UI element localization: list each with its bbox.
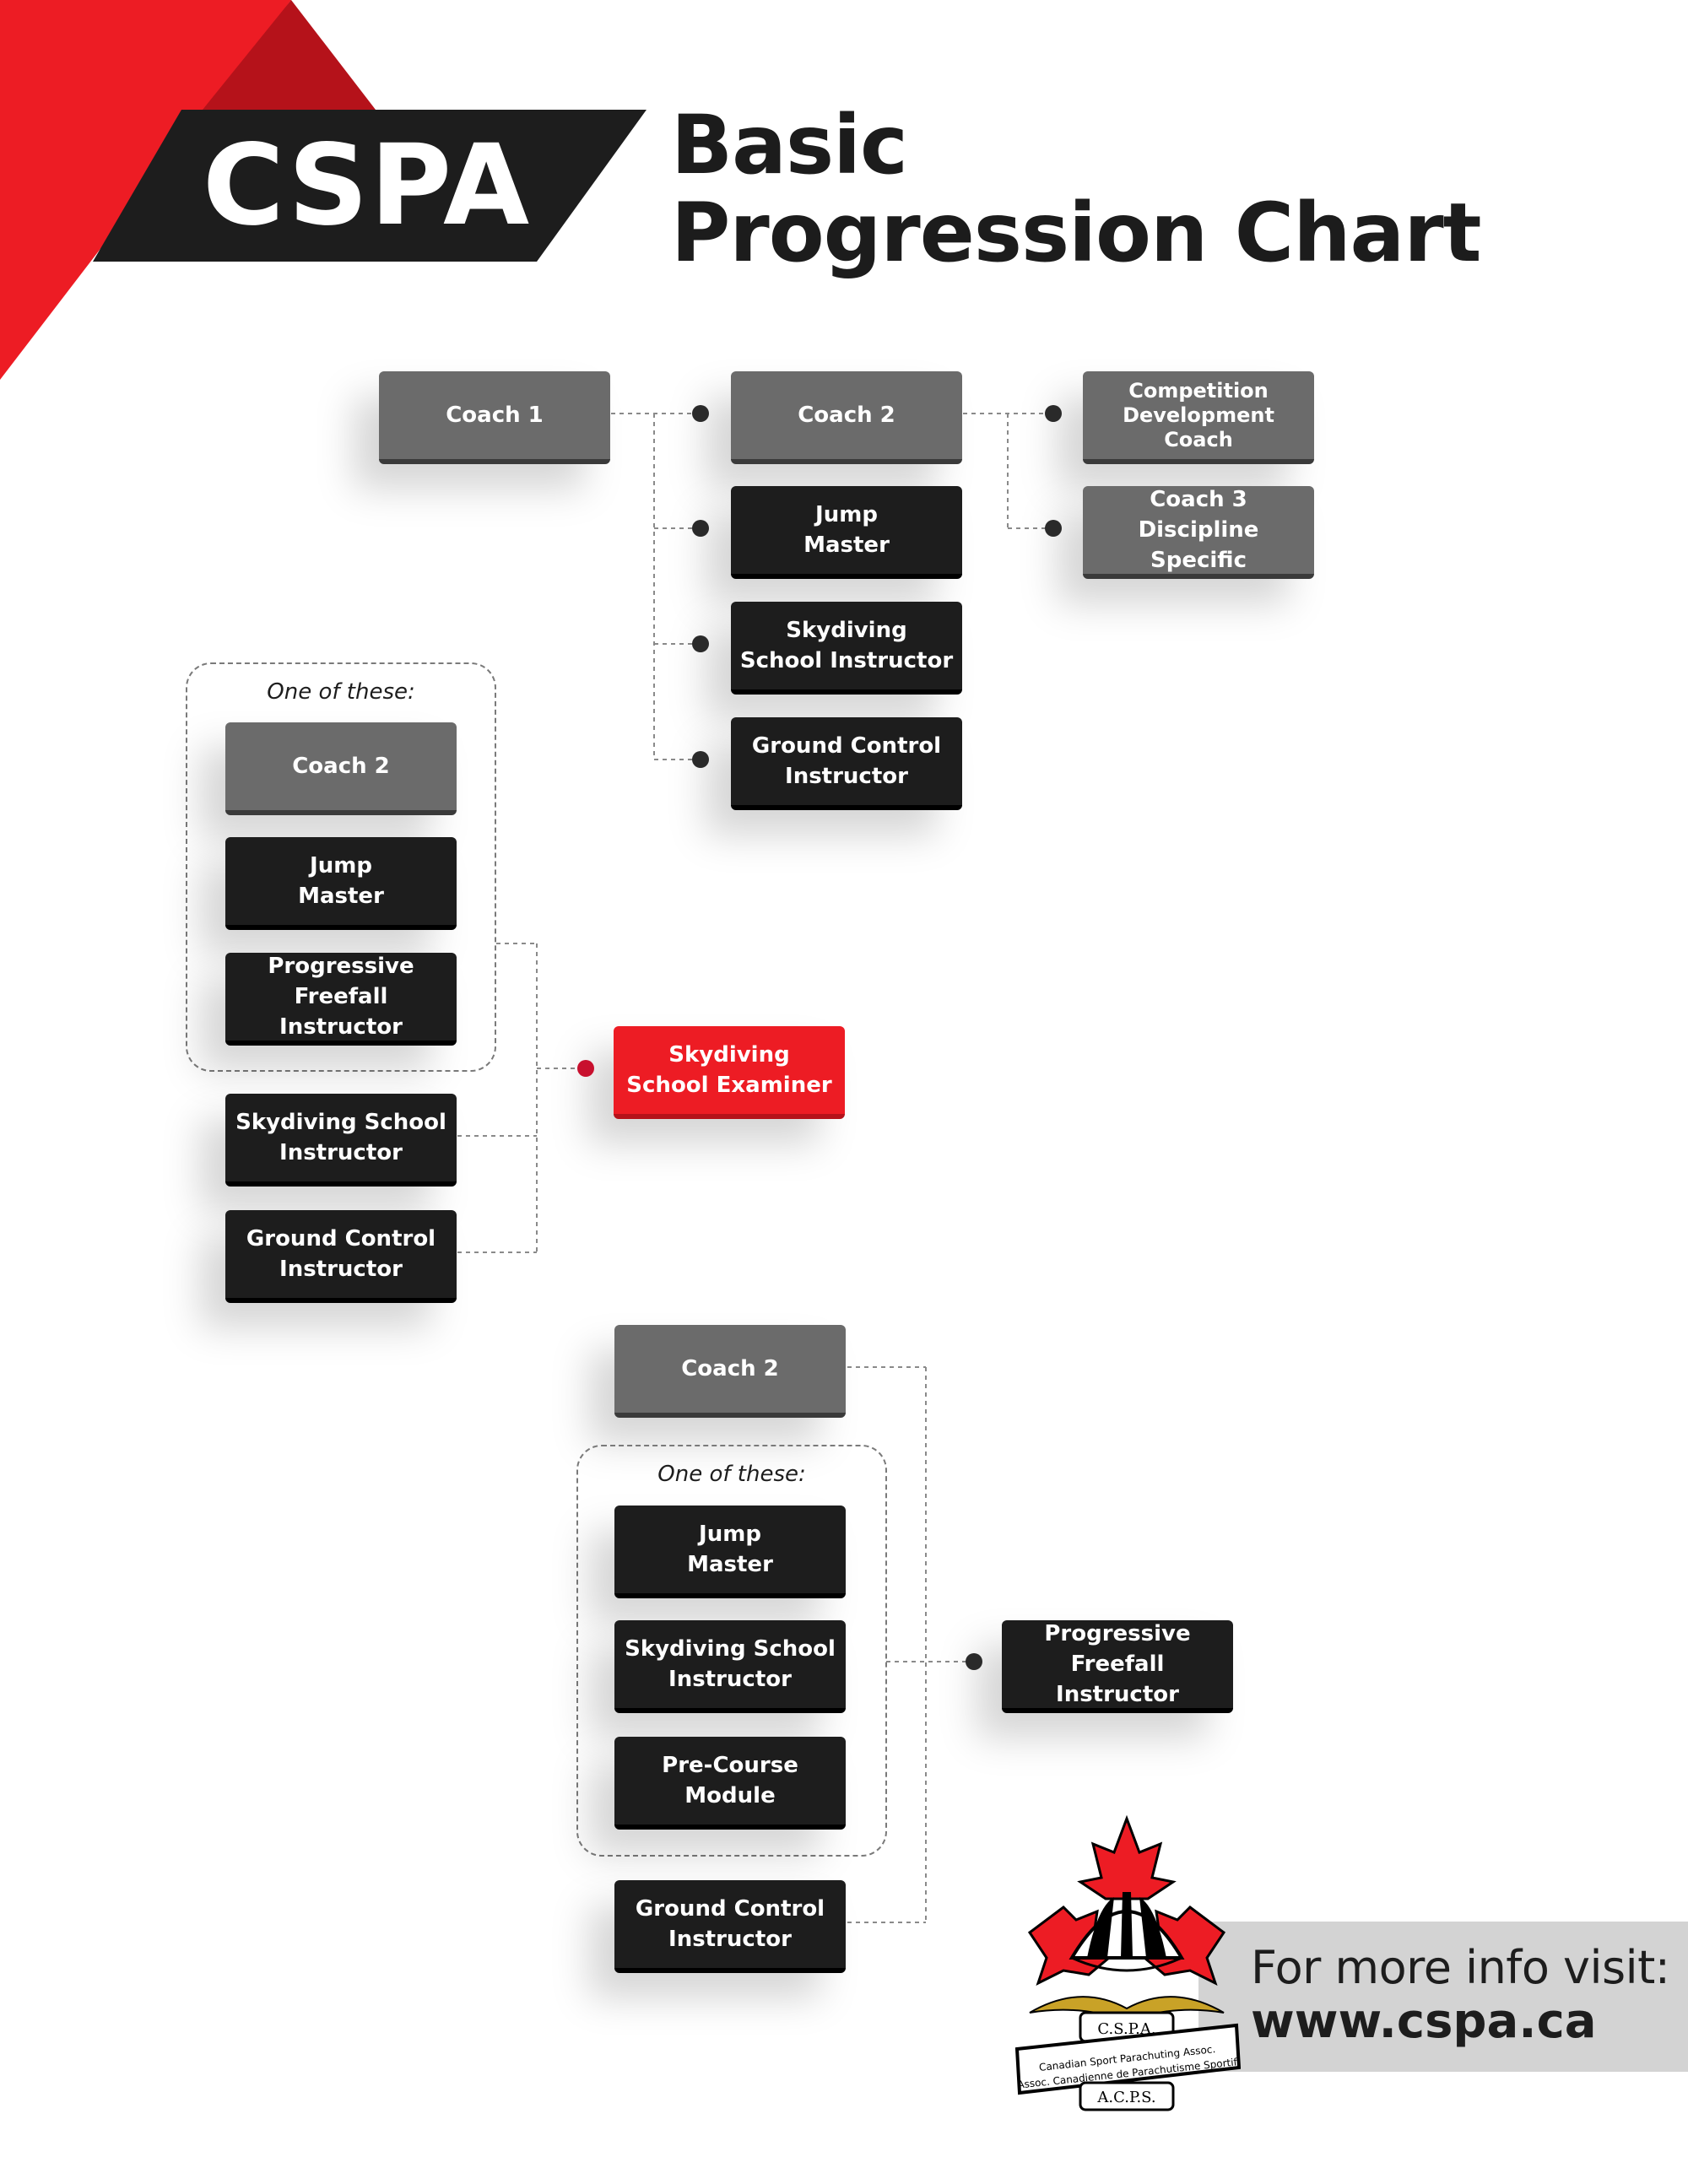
connector-dot <box>577 1060 594 1077</box>
info-band <box>1198 1922 1688 2072</box>
progressive-freefall-instructor-box: Progressive Freefall Instructor <box>225 953 457 1046</box>
connector-dot <box>692 635 709 652</box>
connector-dot <box>966 1653 982 1670</box>
website-link[interactable]: www.cspa.ca <box>1251 1994 1597 2049</box>
brand-wordmark: CSPA <box>203 121 532 251</box>
ground-control-instructor-box: Ground Control Instructor <box>614 1880 846 1973</box>
skydiving-school-instructor-box: Skydiving School Instructor <box>731 602 962 695</box>
logo-bottom-text: A.C.P.S. <box>1096 2089 1155 2106</box>
jump-master-box: Jump Master <box>614 1506 846 1598</box>
title-line-2: Progression Chart <box>671 186 1482 280</box>
brand-banner <box>93 110 647 262</box>
skydiving-school-examiner-box: Skydiving School Examiner <box>614 1026 845 1119</box>
ground-control-instructor-box: Ground Control Instructor <box>731 717 962 810</box>
one-of-these-group: One of these: <box>576 1445 887 1857</box>
corner-dark-red-accent <box>203 0 376 110</box>
jump-master-box: Jump Master <box>225 837 457 930</box>
header-graphic <box>0 0 647 380</box>
pre-course-module-box: Pre-Course Module <box>614 1737 846 1830</box>
canopy-stripe <box>1121 1892 1133 1958</box>
maple-leaf-top <box>1077 1814 1177 1900</box>
group-label: One of these: <box>657 1462 806 1487</box>
one-of-these-group: One of these: <box>186 662 496 1072</box>
progressive-freefall-instructor-box: Progressive Freefall Instructor <box>1002 1620 1233 1713</box>
connector-dot <box>692 405 709 422</box>
canopy-stripe <box>1139 1897 1166 1958</box>
canopy-hem <box>1071 1956 1182 1972</box>
skydiving-school-instructor-box: Skydiving School Instructor <box>225 1094 457 1187</box>
logo-top-text: C.S.P.A. <box>1097 2020 1155 2038</box>
canopy-stripe <box>1087 1897 1114 1958</box>
connector-dot <box>1045 520 1062 537</box>
title-line-1: Basic <box>671 98 908 192</box>
coach2-box: Coach 2 <box>614 1325 846 1418</box>
cspa-logo: C.S.P.A. Canadian Sport Parachuting Asso… <box>1014 1814 1241 2111</box>
jump-master-box: Jump Master <box>731 486 962 579</box>
coach3-box: Coach 3 Discipline Specific <box>1083 486 1314 579</box>
group-label: One of these: <box>267 679 415 705</box>
logo-banner <box>1014 2023 1241 2095</box>
page-title: Basic Progression Chart <box>671 98 1482 280</box>
skydiving-school-instructor-box: Skydiving School Instructor <box>614 1620 846 1713</box>
ground-control-instructor-box: Ground Control Instructor <box>225 1210 457 1303</box>
connector-dot <box>692 520 709 537</box>
coach1-box: Coach 1 <box>379 371 610 464</box>
connector-dot <box>692 751 709 768</box>
logo-bottom-scroll <box>1079 2081 1175 2111</box>
competition-development-coach-box: Competition Development Coach <box>1083 371 1314 464</box>
coach2-box: Coach 2 <box>731 371 962 464</box>
coach2-box: Coach 2 <box>225 722 457 815</box>
info-label: For more info visit: <box>1251 1941 1670 1994</box>
connector-dot <box>1045 405 1062 422</box>
